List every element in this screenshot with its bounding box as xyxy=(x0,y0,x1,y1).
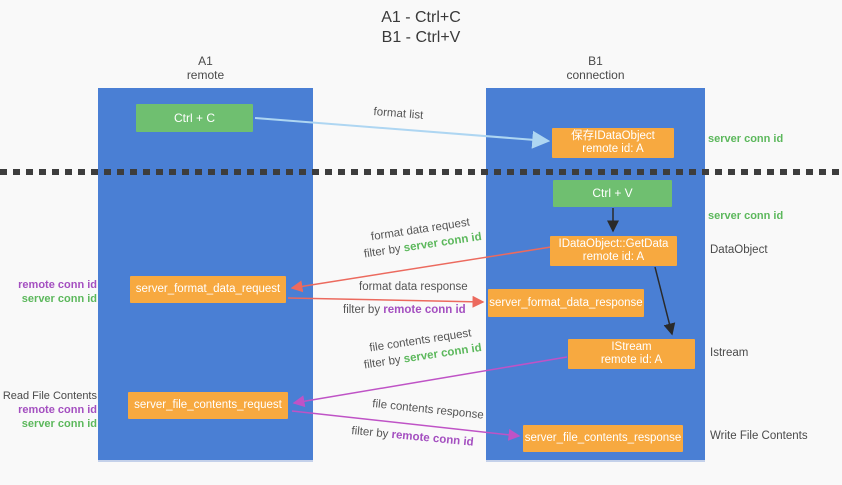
server-format-data-response-label: server_format_data_response xyxy=(489,296,643,309)
ctrl-v-node: Ctrl + V xyxy=(553,180,672,207)
dataobject-label: DataObject xyxy=(710,244,768,256)
format-data-response-label: format data response xyxy=(359,281,468,293)
file-contents-request-label: file contents request filter by server c… xyxy=(352,323,491,375)
server-format-data-request-label: server_format_data_request xyxy=(135,283,281,295)
column-a1-id: A1 xyxy=(198,54,213,68)
istream-line2: remote id: A xyxy=(600,354,663,366)
format-data-response-filter: filter by remote conn id xyxy=(343,304,466,316)
column-a1-type: remote xyxy=(186,68,225,82)
format-data-request-label: format data request filter by server con… xyxy=(352,212,491,264)
remote-conn-id-label: remote conn id xyxy=(18,404,97,416)
ctrl-c-label: Ctrl + C xyxy=(173,110,215,125)
column-b1-type: connection xyxy=(566,68,625,82)
format-list-label: format list xyxy=(373,106,424,122)
read-file-contents-annotation: Read File Contents remote conn id server… xyxy=(2,389,97,431)
server-conn-id-mid-label: server conn id xyxy=(708,210,784,222)
istream-line1: IStream xyxy=(611,341,652,353)
server-file-contents-response-label: server_file_contents_response xyxy=(524,432,682,444)
file-contents-response-filter: filter by remote conn id xyxy=(350,425,475,449)
save-idataobject-line2: remote id: A xyxy=(582,143,644,155)
remote-conn-id-label: remote conn id xyxy=(18,279,97,291)
read-file-contents-label: Read File Contents xyxy=(2,390,97,402)
save-idataobject-line1: 保存IDataObject xyxy=(571,130,655,142)
title-line-ctrl-c: A1 - Ctrl+C xyxy=(381,9,461,26)
ctrl-c-node: Ctrl + C xyxy=(136,104,253,132)
write-file-contents-label: Write File Contents xyxy=(710,430,808,442)
server-file-contents-request-node: server_file_contents_request xyxy=(128,392,288,419)
server-file-contents-response-node: server_file_contents_response xyxy=(523,425,683,452)
istream-node: IStream remote id: A xyxy=(568,339,695,369)
getdata-line1: IDataObject::GetData xyxy=(558,238,669,250)
server-conn-id-label: server conn id xyxy=(21,418,97,430)
column-b1-id: B1 xyxy=(588,54,603,68)
server-format-data-response-node: server_format_data_response xyxy=(488,289,644,317)
save-idataobject-node: 保存IDataObject remote id: A xyxy=(552,128,674,158)
phase-separator-dotted-line xyxy=(0,169,842,175)
server-format-data-request-node: server_format_data_request xyxy=(130,276,286,303)
title-line-ctrl-v: B1 - Ctrl+V xyxy=(381,29,461,46)
istream-side-label: Istream xyxy=(710,347,749,359)
idataobject-getdata-node: IDataObject::GetData remote id: A xyxy=(550,236,677,266)
ctrl-v-label: Ctrl + V xyxy=(592,186,633,200)
getdata-line2: remote id: A xyxy=(582,251,645,263)
diagram-title: A1 - Ctrl+C B1 - Ctrl+V xyxy=(0,8,842,48)
format-data-response-arrow xyxy=(287,295,485,308)
left-conn-id-annotation: remote conn id server conn id xyxy=(6,278,97,306)
server-conn-id-label: server conn id xyxy=(21,293,97,305)
column-header-b1: B1 connection xyxy=(486,54,705,82)
file-contents-response-label: file contents response xyxy=(371,398,485,422)
server-file-contents-request-label: server_file_contents_request xyxy=(134,399,282,411)
server-conn-id-top-label: server conn id xyxy=(708,133,784,145)
column-header-a1: A1 remote xyxy=(98,54,313,82)
